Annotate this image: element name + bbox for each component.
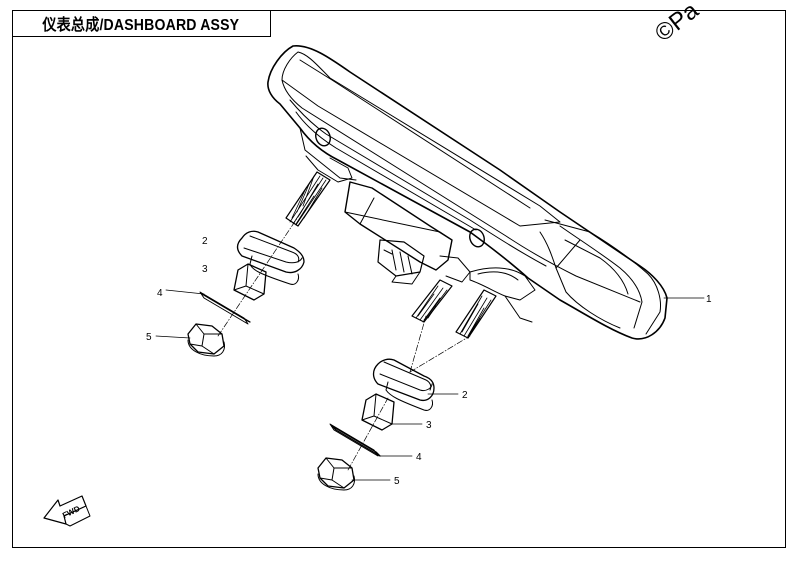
stud-right-b bbox=[455, 289, 497, 339]
callout-4-left: 4 bbox=[157, 288, 163, 299]
right-flange-nut bbox=[317, 457, 355, 491]
callout-2-right: 2 bbox=[462, 390, 468, 401]
callout-2-left: 2 bbox=[202, 236, 208, 247]
title-box: 仪表总成/DASHBOARD ASSY bbox=[12, 10, 271, 37]
fwd-arrow-icon: FWD bbox=[43, 495, 91, 527]
right-fastener-stack bbox=[317, 358, 435, 491]
dashboard-body bbox=[267, 45, 668, 340]
mounting-studs bbox=[285, 171, 497, 339]
diagram-title: 仪表总成/DASHBOARD ASSY bbox=[42, 17, 240, 34]
left-flange-nut bbox=[187, 323, 225, 357]
callout-3-right: 3 bbox=[426, 420, 432, 431]
left-spacer bbox=[233, 263, 267, 301]
stud-left bbox=[285, 171, 331, 227]
right-flat-washer bbox=[329, 423, 381, 457]
diagram-frame bbox=[12, 10, 786, 548]
callout-numbers: 1 2 3 4 5 2 3 4 5 bbox=[146, 236, 712, 487]
left-flat-washer bbox=[199, 291, 251, 325]
callout-4-right: 4 bbox=[416, 452, 422, 463]
leader-lines bbox=[155, 289, 705, 481]
callout-5-right: 5 bbox=[394, 476, 400, 487]
left-fastener-stack bbox=[187, 230, 305, 357]
left-grommet bbox=[236, 230, 305, 285]
stud-right-a bbox=[411, 279, 453, 323]
callout-5-left: 5 bbox=[146, 332, 152, 343]
right-grommet bbox=[372, 358, 435, 411]
fwd-label: FWD bbox=[61, 504, 82, 520]
callout-3-left: 3 bbox=[202, 264, 208, 275]
assembly-center-lines bbox=[217, 213, 471, 471]
right-spacer bbox=[361, 393, 395, 431]
callout-1: 1 bbox=[706, 294, 712, 305]
